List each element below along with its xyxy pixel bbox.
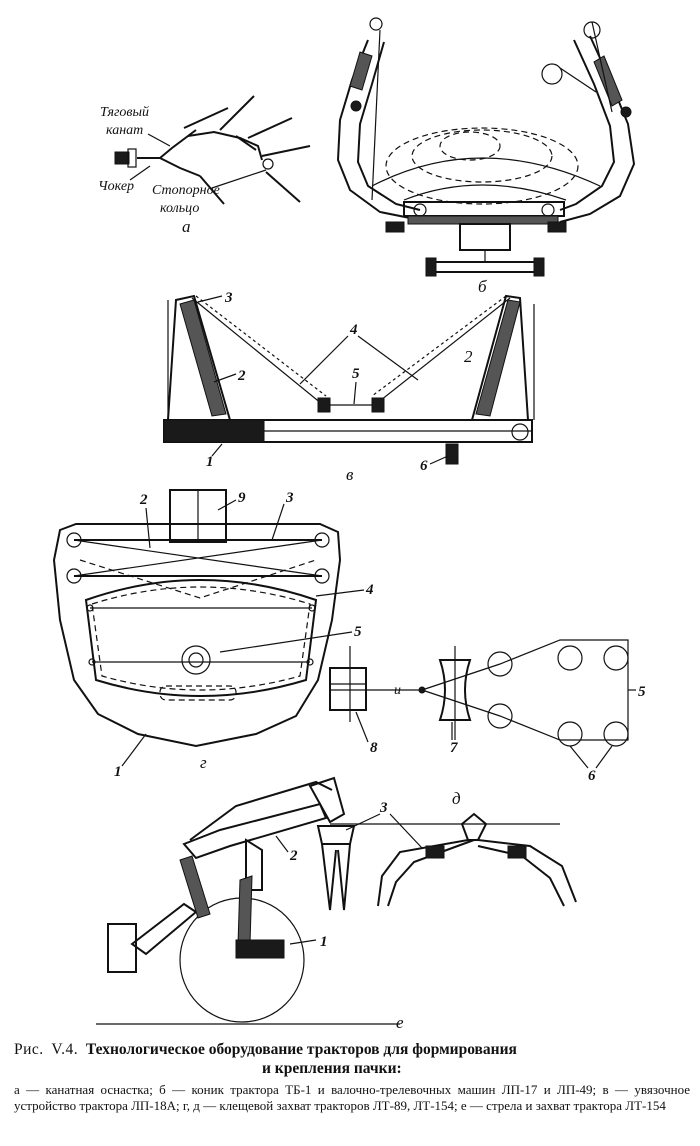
panel-label-v: в bbox=[346, 465, 354, 484]
num-2-v-right: 2 bbox=[464, 347, 473, 366]
num-4-g: 4 bbox=[365, 582, 374, 598]
caption-fig-number: V.4. bbox=[51, 1041, 79, 1058]
panel-g-clamp-grapple: 2 9 3 4 5 1 г bbox=[52, 489, 374, 780]
caption-fig-prefix: Рис. bbox=[14, 1041, 44, 1058]
num-5-d: 5 bbox=[638, 684, 646, 700]
panel-a-rope-rigging: Тяговый канат Чокер Стопорное кольцо а bbox=[98, 95, 311, 236]
num-3-v: 3 bbox=[224, 290, 233, 306]
num-3-e: 3 bbox=[379, 800, 388, 816]
panel-label-b: б bbox=[478, 277, 487, 296]
label-towing-rope-1: Тяговый bbox=[100, 105, 149, 120]
num-1-e: 1 bbox=[320, 934, 328, 950]
panel-v-binding-device: 3 2 4 5 2 1 6 в bbox=[163, 290, 535, 484]
technical-figure: Тяговый канат Чокер Стопорное кольцо а bbox=[52, 17, 646, 1032]
caption-description: а — канатная оснастка; б — коник трактор… bbox=[14, 1082, 690, 1113]
label-stop-ring-1: Стопорное bbox=[152, 183, 220, 198]
caption-title: Рис. V.4. Технологическое оборудование т… bbox=[14, 1040, 690, 1078]
panel-label-d: д bbox=[452, 789, 461, 808]
num-4-v: 4 bbox=[349, 322, 358, 338]
num-2-e: 2 bbox=[289, 848, 298, 864]
caption-title-line1: Технологическое оборудование тракторов д… bbox=[85, 1041, 517, 1058]
num-6-d: 6 bbox=[588, 768, 596, 784]
panel-label-g: г bbox=[200, 753, 207, 772]
num-3-g: 3 bbox=[285, 490, 294, 506]
num-1-v: 1 bbox=[206, 454, 214, 470]
num-5-g: 5 bbox=[354, 624, 362, 640]
num-2-g: 2 bbox=[139, 492, 148, 508]
panel-label-e: е bbox=[396, 1013, 404, 1032]
label-towing-rope-2: канат bbox=[106, 123, 143, 138]
panel-e-boom-grapple: 2 3 1 е bbox=[96, 776, 577, 1032]
num-2-v: 2 bbox=[237, 368, 246, 384]
num-1-g: 1 bbox=[114, 764, 122, 780]
num-5-v: 5 bbox=[352, 366, 360, 382]
panel-d-clamp-scheme: и 5 6 7 8 д bbox=[329, 639, 646, 808]
num-7-d: 7 bbox=[450, 740, 458, 756]
label-choker: Чокер bbox=[98, 179, 134, 194]
panel-label-a: а bbox=[182, 217, 191, 236]
num-9-g: 9 bbox=[238, 490, 246, 506]
num-8-d: 8 bbox=[370, 740, 378, 756]
svg-text:и: и bbox=[394, 683, 401, 698]
label-stop-ring-2: кольцо bbox=[160, 201, 199, 216]
figure-caption: Рис. V.4. Технологическое оборудование т… bbox=[14, 1040, 690, 1114]
panel-b-bunk: б bbox=[336, 17, 636, 296]
choker-block-icon bbox=[114, 151, 130, 165]
caption-title-line2: и крепления пачки: bbox=[262, 1060, 402, 1077]
num-6-v: 6 bbox=[420, 458, 428, 474]
